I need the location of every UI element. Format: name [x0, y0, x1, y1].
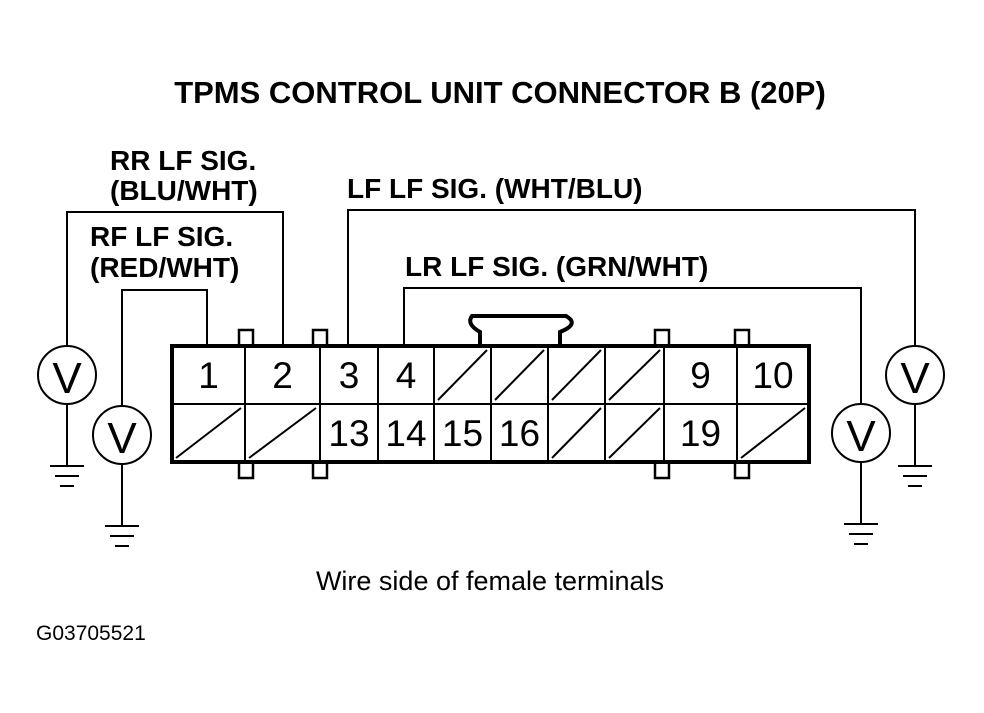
voltmeter-symbol: V: [52, 354, 82, 403]
pin-number-1: 1: [198, 355, 219, 396]
empty-cavity-slash: [175, 407, 242, 459]
empty-cavity-slash: [551, 407, 602, 459]
lr-wire: [403, 287, 862, 404]
pin-number-14: 14: [385, 413, 426, 454]
pin-number-4: 4: [396, 355, 417, 396]
pin-number-3: 3: [339, 355, 360, 396]
empty-cavity-slash: [608, 349, 661, 401]
lf-signal-label: LF LF SIG. (WHT/BLU): [347, 173, 643, 204]
rf-wire: [121, 289, 208, 406]
voltmeter-lf: V: [885, 345, 945, 487]
voltmeter-rr: V: [37, 345, 97, 487]
pin-number-16: 16: [499, 413, 540, 454]
empty-cavity-slash: [551, 349, 602, 401]
voltmeter-rf: V: [92, 405, 152, 547]
voltmeter-symbol: V: [107, 414, 137, 463]
pin-number-19: 19: [680, 413, 721, 454]
empty-cavity-slash: [248, 407, 317, 459]
rr-wire: [66, 211, 284, 346]
pin-number-9: 9: [690, 355, 711, 396]
rf-signal-label-line1: RF LF SIG.: [90, 221, 233, 252]
lr-signal-label: LR LF SIG. (GRN/WHT): [405, 251, 708, 282]
figure-code: G03705521: [36, 622, 146, 645]
empty-cavity-slash: [437, 349, 488, 401]
voltmeter-symbol: V: [846, 412, 876, 461]
diagram-title: TPMS CONTROL UNIT CONNECTOR B (20P): [174, 75, 826, 110]
empty-cavity-slash: [740, 407, 806, 459]
voltmeter-symbol: V: [900, 354, 930, 403]
connector-latch: [468, 314, 574, 346]
rf-signal-label-line2: (RED/WHT): [90, 252, 239, 283]
wiring: [66, 209, 916, 406]
pin-number-2: 2: [272, 355, 293, 396]
lf-wire: [347, 209, 916, 346]
connector-caption: Wire side of female terminals: [316, 566, 664, 596]
rr-signal-label-line1: RR LF SIG.: [110, 145, 256, 176]
rr-signal-label-line2: (BLU/WHT): [110, 175, 258, 206]
pin-number-13: 13: [328, 413, 369, 454]
empty-cavity-slash: [608, 407, 661, 459]
voltmeter-lr: V: [831, 403, 891, 545]
pin-number-10: 10: [752, 355, 793, 396]
pin-number-15: 15: [442, 413, 483, 454]
empty-cavity-slash: [494, 349, 545, 401]
